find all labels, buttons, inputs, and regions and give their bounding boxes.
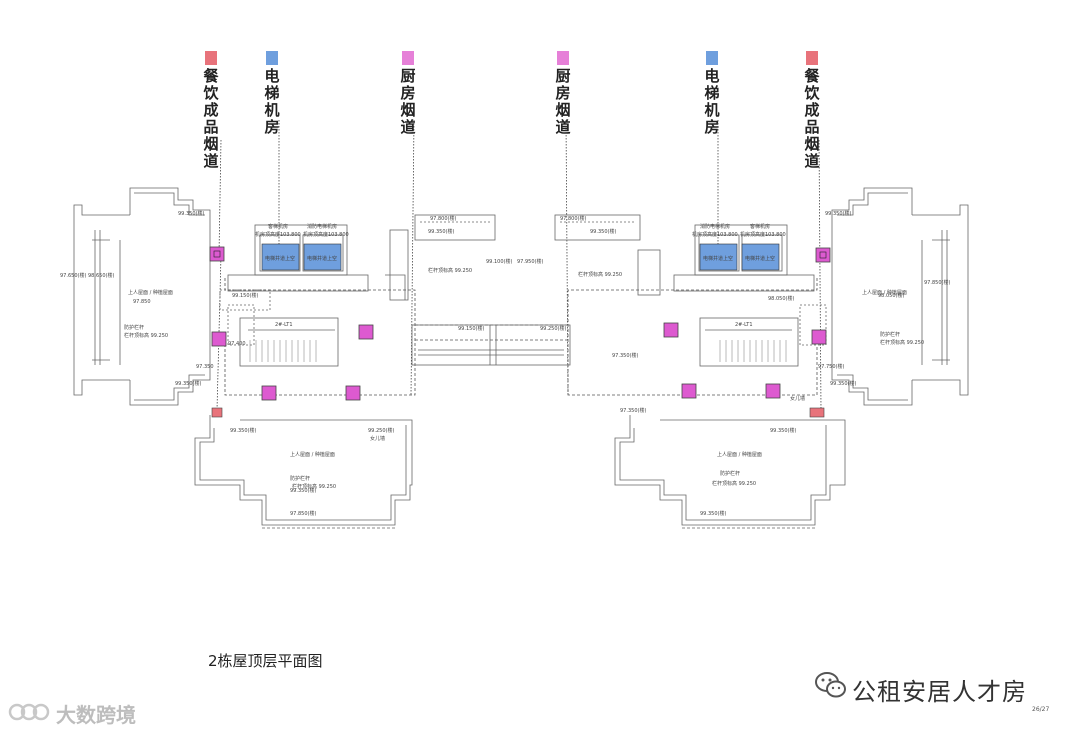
- note-guard-left: 防护栏杆: [124, 324, 144, 331]
- elevation-e21: 97.350(楼): [612, 352, 638, 359]
- note-center-right: 栏杆顶标高 99.250: [578, 271, 622, 278]
- elevation-e1: 99.350(楼): [178, 210, 204, 217]
- machine-room-title-fire-right: 消防电梯机房: [700, 223, 730, 230]
- elevation-e26: 98.050(楼): [878, 292, 904, 299]
- bottom-right-wing: [614, 415, 846, 529]
- elevation-e4: 97.850: [133, 299, 151, 305]
- machine-room-title-guest-right: 客梯机房: [750, 223, 770, 230]
- elevation-e7: 99.350(楼): [428, 228, 454, 235]
- note-roof-right: 上人屋面 / 种植屋面: [862, 289, 907, 296]
- kitchen-flue-shafts: [209, 246, 831, 401]
- elevation-e28: 99.350(楼): [770, 427, 796, 434]
- shaft-label-guest-right: 电梯井道上空: [745, 255, 775, 262]
- elevation-e12: 99.350(楼): [175, 380, 201, 387]
- machine-room-title-fire-left: 消防电梯机房: [307, 223, 337, 230]
- page-number: 26/27: [1032, 706, 1050, 713]
- shaft-label-guest-left: 电梯井道上空: [265, 255, 295, 262]
- elevation-e23: 99.350(楼): [830, 380, 856, 387]
- right-bay: [831, 187, 969, 406]
- restaurant-flue-shafts: [211, 407, 825, 418]
- note-parapet-right: 栏杆顶标高 99.250: [880, 339, 924, 346]
- elevation-e25: 97.850(楼): [924, 279, 950, 286]
- elevation-e15: 99.350(楼): [290, 487, 316, 494]
- legend-label-elevator-room-left: 电梯机房: [264, 67, 280, 136]
- center-bridge: [411, 324, 571, 366]
- elevation-e14: 99.250(楼): [368, 427, 394, 434]
- note-wall-right: 女儿墙: [790, 395, 805, 402]
- elevation-e9: 97.950(楼): [517, 258, 543, 265]
- elevation-e5: 99.150(楼): [232, 292, 258, 299]
- watermark-text: 大数跨境: [56, 703, 136, 727]
- note-guard-right: 防护栏杆: [880, 331, 900, 338]
- right-core: [554, 214, 827, 367]
- machine-room-height-guest-right: 机房顶高度103.800: [740, 231, 786, 238]
- elevation-e10: 97.400: [228, 341, 246, 347]
- watermark-logo-icon: [8, 703, 50, 721]
- note-bottom-parapet-left: 栏杆顶标高 99.250: [292, 483, 336, 490]
- legend-swatch-elevator-room-right: [706, 51, 718, 65]
- bottom-left-wing: [194, 415, 413, 529]
- elevation-e16: 97.850(楼): [290, 510, 316, 517]
- note-bottom-guard-right: 防护栏杆: [720, 470, 740, 477]
- note-roof-left: 上人屋面 / 种植屋面: [128, 289, 173, 296]
- elevation-e18: 99.350(楼): [590, 228, 616, 235]
- note-parapet-left: 栏杆顶标高 99.250: [124, 332, 168, 339]
- brand-name: 公租安居人才房: [852, 678, 1027, 706]
- elevation-e30: 99.350(楼): [700, 510, 726, 517]
- elevation-e24: 99.350(楼): [825, 210, 851, 217]
- legend-label-elevator-room-right: 电梯机房: [704, 67, 720, 136]
- shaft-label-fire-left: 电梯井道上空: [307, 255, 337, 262]
- elevation-e8: 99.100(楼): [486, 258, 512, 265]
- note-bottom-roof-left: 上人屋面 / 种植屋面: [290, 451, 335, 458]
- elevation-e19: 99.150(楼): [458, 325, 484, 332]
- legend-label-restaurant-flue-left: 餐饮成品烟道: [203, 67, 219, 170]
- legend-label-restaurant-flue-right: 餐饮成品烟道: [804, 67, 820, 170]
- legend-swatch-restaurant-flue-left: [205, 51, 217, 65]
- shaft-label-fire-right: 电梯井道上空: [703, 255, 733, 262]
- stair-label-right: 2#-LT1: [735, 322, 753, 328]
- machine-room-height-fire-left: 机房顶高度103.800: [303, 231, 349, 238]
- elevation-e6: 97.800(楼): [430, 215, 456, 222]
- elevation-e3: 98.650(楼): [88, 272, 114, 279]
- machine-room-height-fire-right: 机房顶高度103.800: [692, 231, 738, 238]
- elevation-e20: 98.050(楼): [768, 295, 794, 302]
- legend-label-kitchen-flue-right: 厨房烟道: [555, 67, 571, 136]
- elevation-e11: 97.350: [196, 364, 214, 370]
- left-bay: [73, 187, 211, 406]
- machine-room-title-guest-left: 客梯机房: [268, 223, 288, 230]
- note-bottom-roof-right: 上人屋面 / 种植屋面: [717, 451, 762, 458]
- elevation-e27: 97.350(楼): [620, 407, 646, 414]
- drawing-title: 2栋屋顶层平面图: [208, 652, 323, 670]
- machine-room-height-guest-left: 机房顶高度103.800: [255, 231, 301, 238]
- legend-swatch-elevator-room-left: [266, 51, 278, 65]
- wechat-icon: [815, 672, 846, 698]
- left-core: [219, 214, 496, 367]
- elevation-e2: 97.650(楼): [60, 272, 86, 279]
- legend-swatch-restaurant-flue-right: [806, 51, 818, 65]
- note-bottom-guard-left: 防护栏杆: [290, 475, 310, 482]
- legend-swatch-kitchen-flue-left: [402, 51, 414, 65]
- note-wall-left: 女儿墙: [370, 435, 385, 442]
- note-center-left: 栏杆顶标高 99.250: [428, 267, 472, 274]
- elevation-e17: 97.800(楼): [560, 215, 586, 222]
- elevation-e29: 99.250(楼): [540, 325, 566, 332]
- legend-label-kitchen-flue-left: 厨房烟道: [400, 67, 416, 136]
- machine-rooms: [261, 243, 780, 271]
- stair-label-left: 2#-LT1: [275, 322, 293, 328]
- elevation-e22: 97.750(楼): [818, 363, 844, 370]
- elevation-e13: 99.350(楼): [230, 427, 256, 434]
- legend-swatch-kitchen-flue-right: [557, 51, 569, 65]
- note-bottom-parapet-right: 栏杆顶标高 99.250: [712, 480, 756, 487]
